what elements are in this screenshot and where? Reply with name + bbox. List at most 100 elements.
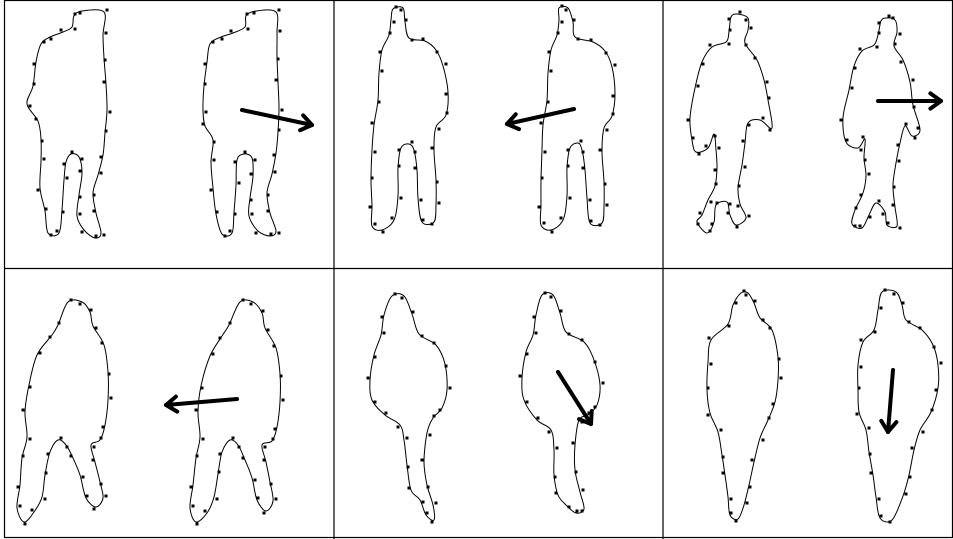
landmark-point-icon [754,57,757,60]
landmark-point-icon [431,147,434,150]
landmark-point-icon [768,417,771,420]
landmark-point-icon [748,215,751,218]
landmark-point-icon [537,417,540,420]
landmark-point-icon [433,342,436,345]
landmark-point-icon [201,387,204,390]
landmark-point-icon [395,6,398,9]
landmark-point-icon [104,59,107,62]
landmark-point-icon [234,213,237,216]
landmark-point-icon [909,476,912,479]
landmark-point-icon [575,471,578,474]
landmark-point-icon [263,459,266,462]
landmark-point-icon [445,63,448,66]
landmark-point-icon [561,5,564,8]
landmark-point-icon [93,194,96,197]
landmark-point-icon [70,299,73,302]
landmark-point-icon [737,205,740,208]
landmark-point-icon [82,476,85,479]
landmark-point-icon [242,299,245,302]
landmark-point-icon [35,118,38,121]
landmark-point-icon [687,119,690,122]
landmark-point-icon [371,122,374,125]
landmark-point-icon [273,345,276,348]
landmark-point-icon [860,149,863,152]
landmark-point-icon [264,446,267,449]
landmark-point-icon [224,235,227,238]
landmark-point-icon [71,151,74,154]
landmark-point-icon [277,58,280,61]
landmark-point-icon [196,523,199,526]
landmark-point-icon [884,289,887,292]
landmark-point-icon [880,515,883,518]
landmark-point-icon [708,337,711,340]
landmark-point-icon [869,216,872,219]
landmark-point-icon [599,224,602,227]
landmark-point-icon [95,235,98,238]
landmark-point-icon [911,447,914,450]
landmark-point-icon [922,431,925,434]
landmark-point-icon [407,466,410,469]
landmark-point-icon [912,79,915,82]
landmark-point-icon [707,387,710,390]
landmark-point-icon [202,123,205,126]
landmark-point-icon [367,377,370,380]
landmark-point-icon [100,156,103,159]
landmark-point-icon [543,222,546,225]
landmark-point-icon [577,38,580,41]
landmark-point-icon [100,172,103,175]
landmark-point-icon [745,294,748,297]
landmark-point-icon [748,124,751,127]
landmark-point-icon [605,52,608,55]
landmark-point-icon [105,495,108,498]
landmark-point-icon [63,163,66,166]
landmark-point-icon [735,302,738,305]
landmark-point-icon [205,111,208,114]
landmark-point-icon [751,459,754,462]
landmark-point-icon [544,292,547,295]
landmark-point-icon [232,437,235,440]
landmark-point-icon [431,223,434,226]
landmark-point-icon [540,122,543,125]
landmark-point-icon [411,141,414,144]
landmark-point-icon [526,401,529,404]
landmark-point-icon [762,439,765,442]
landmark-point-icon [100,437,103,440]
landmark-point-icon [22,455,25,458]
landmark-point-icon [66,446,69,449]
landmark-point-icon [374,401,377,404]
landmark-point-icon [887,222,890,225]
landmark-point-icon [878,32,881,35]
landmark-point-icon [93,446,96,449]
landmark-point-icon [728,43,731,46]
landmark-point-icon [935,389,938,392]
landmark-point-icon [547,101,550,104]
landmark-point-icon [218,471,221,474]
landmark-point-icon [445,93,448,96]
landmark-point-icon [204,63,207,66]
landmark-point-icon [408,487,411,490]
landmark-point-icon [60,29,63,32]
landmark-point-icon [572,442,575,445]
landmark-point-icon [762,117,765,120]
landmark-point-icon [762,319,765,322]
landmark-point-icon [846,139,849,142]
landmark-point-icon [702,63,705,66]
landmark-point-icon [888,15,891,18]
landmark-point-icon [710,363,713,366]
landmark-point-icon [449,387,452,390]
landmark-point-icon [612,95,615,98]
landmark-point-icon [278,9,281,12]
landmark-point-icon [754,300,757,303]
landmark-point-icon [868,427,871,430]
landmark-point-icon [247,28,250,31]
landmark-point-icon [41,140,44,143]
landmark-point-icon [697,85,700,88]
landmark-point-icon [582,151,585,154]
landmark-point-icon [727,212,730,215]
landmark-point-icon [267,194,270,197]
landmark-point-icon [244,151,247,154]
landmark-point-icon [698,153,701,156]
landmark-point-icon [371,177,374,180]
landmark-point-icon [79,170,82,173]
landmark-point-icon [709,230,712,233]
